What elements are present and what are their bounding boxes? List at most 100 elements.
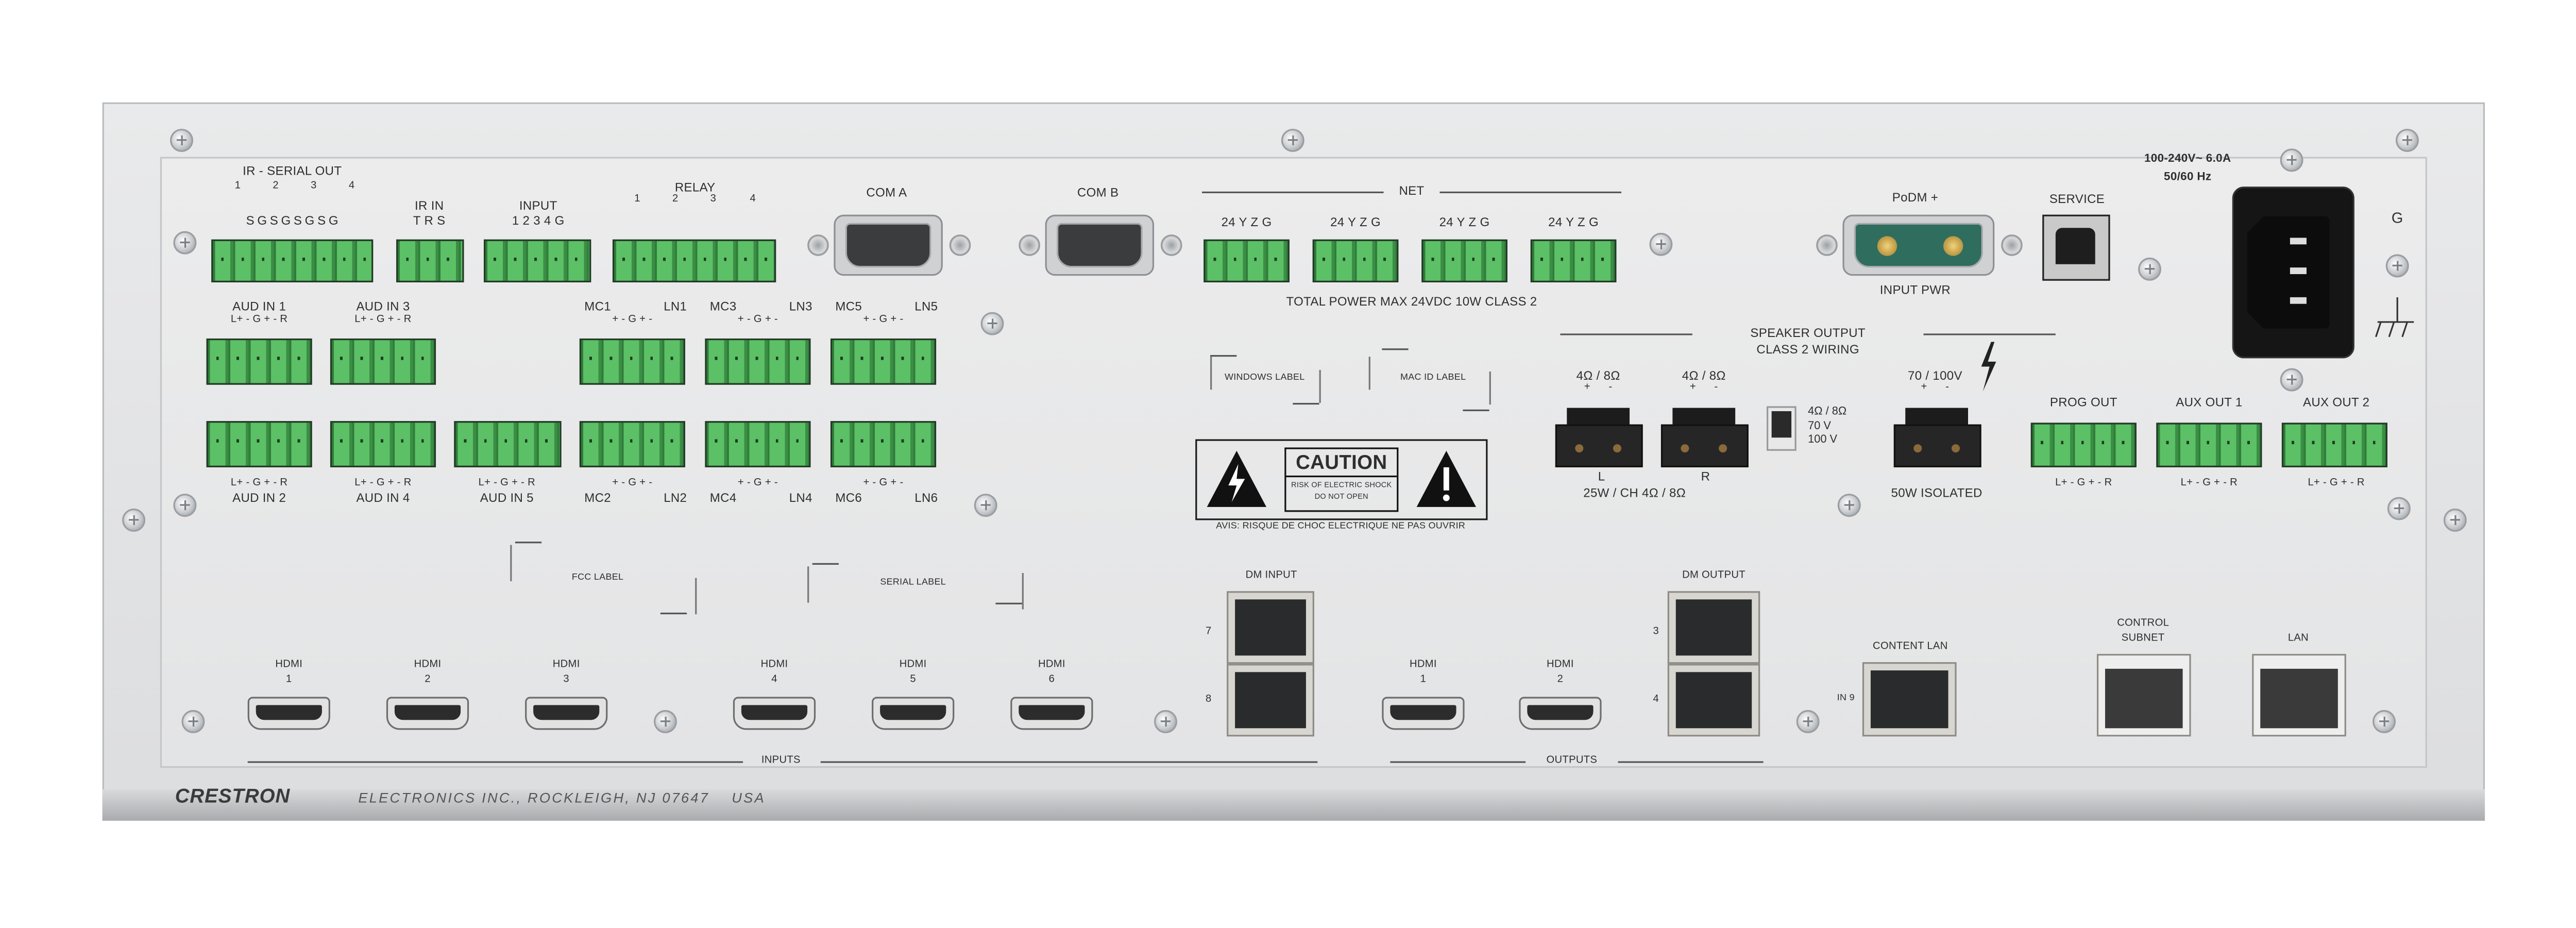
hdmi-input-3-port[interactable] <box>525 697 608 730</box>
port-number: 2 <box>672 193 679 205</box>
hdmi-label: HDMI <box>414 659 442 671</box>
mic-line-4-terminal[interactable] <box>705 421 811 467</box>
label-corner <box>1210 355 1237 356</box>
label-corner <box>812 563 839 564</box>
divider <box>1390 761 1526 763</box>
pin-labels: 1 2 3 4 G <box>512 213 565 228</box>
crestron-logo: CRESTRON <box>175 784 291 808</box>
pin-labels: S G S G S G S G <box>246 213 338 228</box>
dm-output-3-port[interactable] <box>1667 591 1760 664</box>
caution-line-2: DO NOT OPEN <box>1314 492 1368 501</box>
service-usb-port[interactable] <box>2042 214 2110 281</box>
jackscrew-icon <box>807 234 829 256</box>
aud-in-1-terminal[interactable] <box>206 338 312 385</box>
mic-line-1-terminal[interactable] <box>579 338 685 385</box>
caution-label: CAUTION RISK OF ELECTRIC SHOCK DO NOT OP… <box>1195 439 1488 520</box>
screw-icon <box>173 494 197 517</box>
control-subnet-port[interactable] <box>2096 654 2191 737</box>
mc6-label: MC6 <box>835 490 862 505</box>
ground-label: G <box>2391 209 2403 227</box>
jackscrew-icon <box>2001 234 2023 256</box>
hdmi-input-5-port[interactable] <box>872 697 955 730</box>
screw-icon <box>1154 710 1177 733</box>
dm-input-7-port[interactable] <box>1227 591 1314 664</box>
speaker-right-connector[interactable] <box>1660 408 1749 467</box>
port-number: 1 <box>286 673 292 685</box>
dm-output-4-port[interactable] <box>1667 664 1760 737</box>
control-subnet-title: SUBNET <box>2121 632 2165 644</box>
label-corner <box>510 545 512 582</box>
caution-french-text: AVIS: RISQUE DE CHOC ELECTRIQUE NE PAS O… <box>1216 521 1466 532</box>
hdmi-input-1-port[interactable] <box>247 697 330 730</box>
dm-input-title: DM INPUT <box>1245 569 1297 582</box>
screw-icon <box>2280 368 2303 392</box>
aux-out-2-terminal[interactable] <box>2281 423 2387 467</box>
aux-out-1-terminal[interactable] <box>2156 423 2262 467</box>
aud-in-2-terminal[interactable] <box>206 421 312 467</box>
switch-option: 4Ω / 8Ω <box>1808 406 1847 418</box>
hdmi-input-6-port[interactable] <box>1010 697 1093 730</box>
hdmi-output-1-port[interactable] <box>1382 697 1465 730</box>
net-terminal-1[interactable] <box>1204 239 1290 283</box>
pin-labels: L+ - G + - R <box>2308 477 2365 489</box>
mc2-label: MC2 <box>584 490 611 505</box>
net-terminal-2[interactable] <box>1312 239 1399 283</box>
dm-input-8-port[interactable] <box>1227 664 1314 737</box>
speaker-left-connector[interactable] <box>1555 408 1643 467</box>
mc5-label: MC5 <box>835 299 862 314</box>
port-number: 5 <box>910 673 916 685</box>
content-lan-port[interactable] <box>1862 662 1957 737</box>
hdmi-output-2-port[interactable] <box>1519 697 1602 730</box>
screw-icon <box>1281 128 1304 152</box>
ln2-label: LN2 <box>664 490 687 505</box>
net-terminal-3[interactable] <box>1421 239 1507 283</box>
mic-line-3-terminal[interactable] <box>705 338 811 385</box>
pin-labels: + - G + - <box>737 477 778 489</box>
port-number: 4 <box>348 180 355 192</box>
ac-power-inlet[interactable] <box>2232 187 2354 359</box>
com-b-port[interactable] <box>1045 214 1155 276</box>
screw-icon <box>1649 232 1673 256</box>
port-number: 3 <box>1653 626 1659 638</box>
speaker-class-2-wiring: CLASS 2 WIRING <box>1756 342 1859 357</box>
input-terminal[interactable] <box>483 239 591 283</box>
hdmi-label: HDMI <box>1038 659 1065 671</box>
hdmi-label: HDMI <box>1547 659 1574 671</box>
podm-input-power-port[interactable] <box>1842 214 1995 276</box>
hdmi-input-4-port[interactable] <box>733 697 816 730</box>
aud-in-5-label: AUD IN 5 <box>480 490 534 505</box>
prog-out-terminal[interactable] <box>2030 423 2137 467</box>
mic-line-2-terminal[interactable] <box>579 421 685 467</box>
manufacturer-address: ELECTRONICS INC., ROCKLEIGH, NJ 07647 US… <box>358 789 766 806</box>
pin-labels: + - G + - <box>612 477 653 489</box>
hv-speaker-label: 70 / 100V <box>1908 368 1962 383</box>
port-number: 2 <box>425 673 431 685</box>
screw-icon <box>980 312 1004 335</box>
aud-in-5-terminal[interactable] <box>454 421 562 467</box>
impedance-selector-switch[interactable] <box>1767 406 1797 451</box>
ir-in-terminal[interactable] <box>396 239 464 283</box>
pin-labels: + - G + - <box>863 477 904 489</box>
relay-terminal[interactable] <box>612 239 776 283</box>
aud-in-4-terminal[interactable] <box>330 421 436 467</box>
port-number: 3 <box>710 193 717 205</box>
net-terminal-4[interactable] <box>1530 239 1617 283</box>
hdmi-input-2-port[interactable] <box>386 697 469 730</box>
com-a-port[interactable] <box>834 214 943 276</box>
aud-in-3-terminal[interactable] <box>330 338 436 385</box>
lan-port[interactable] <box>2252 654 2346 737</box>
mic-line-6-terminal[interactable] <box>830 421 937 467</box>
speaker-left-label: L <box>1598 469 1605 484</box>
mic-line-5-terminal[interactable] <box>830 338 937 385</box>
ir-serial-out-terminal[interactable] <box>211 239 374 283</box>
hv-speaker-connector[interactable] <box>1893 408 1981 467</box>
aud-in-2-label: AUD IN 2 <box>232 490 286 505</box>
com-a-title: COM A <box>866 184 907 200</box>
ln1-label: LN1 <box>664 299 687 314</box>
port-number: 1 <box>234 180 241 192</box>
power-pin-icon <box>1877 236 1897 256</box>
pin-labels: L+ - G + - R <box>354 477 412 489</box>
caution-line-1: RISK OF ELECTRIC SHOCK <box>1291 480 1392 489</box>
screw-icon <box>1796 710 1820 733</box>
label-corner <box>995 602 1022 604</box>
